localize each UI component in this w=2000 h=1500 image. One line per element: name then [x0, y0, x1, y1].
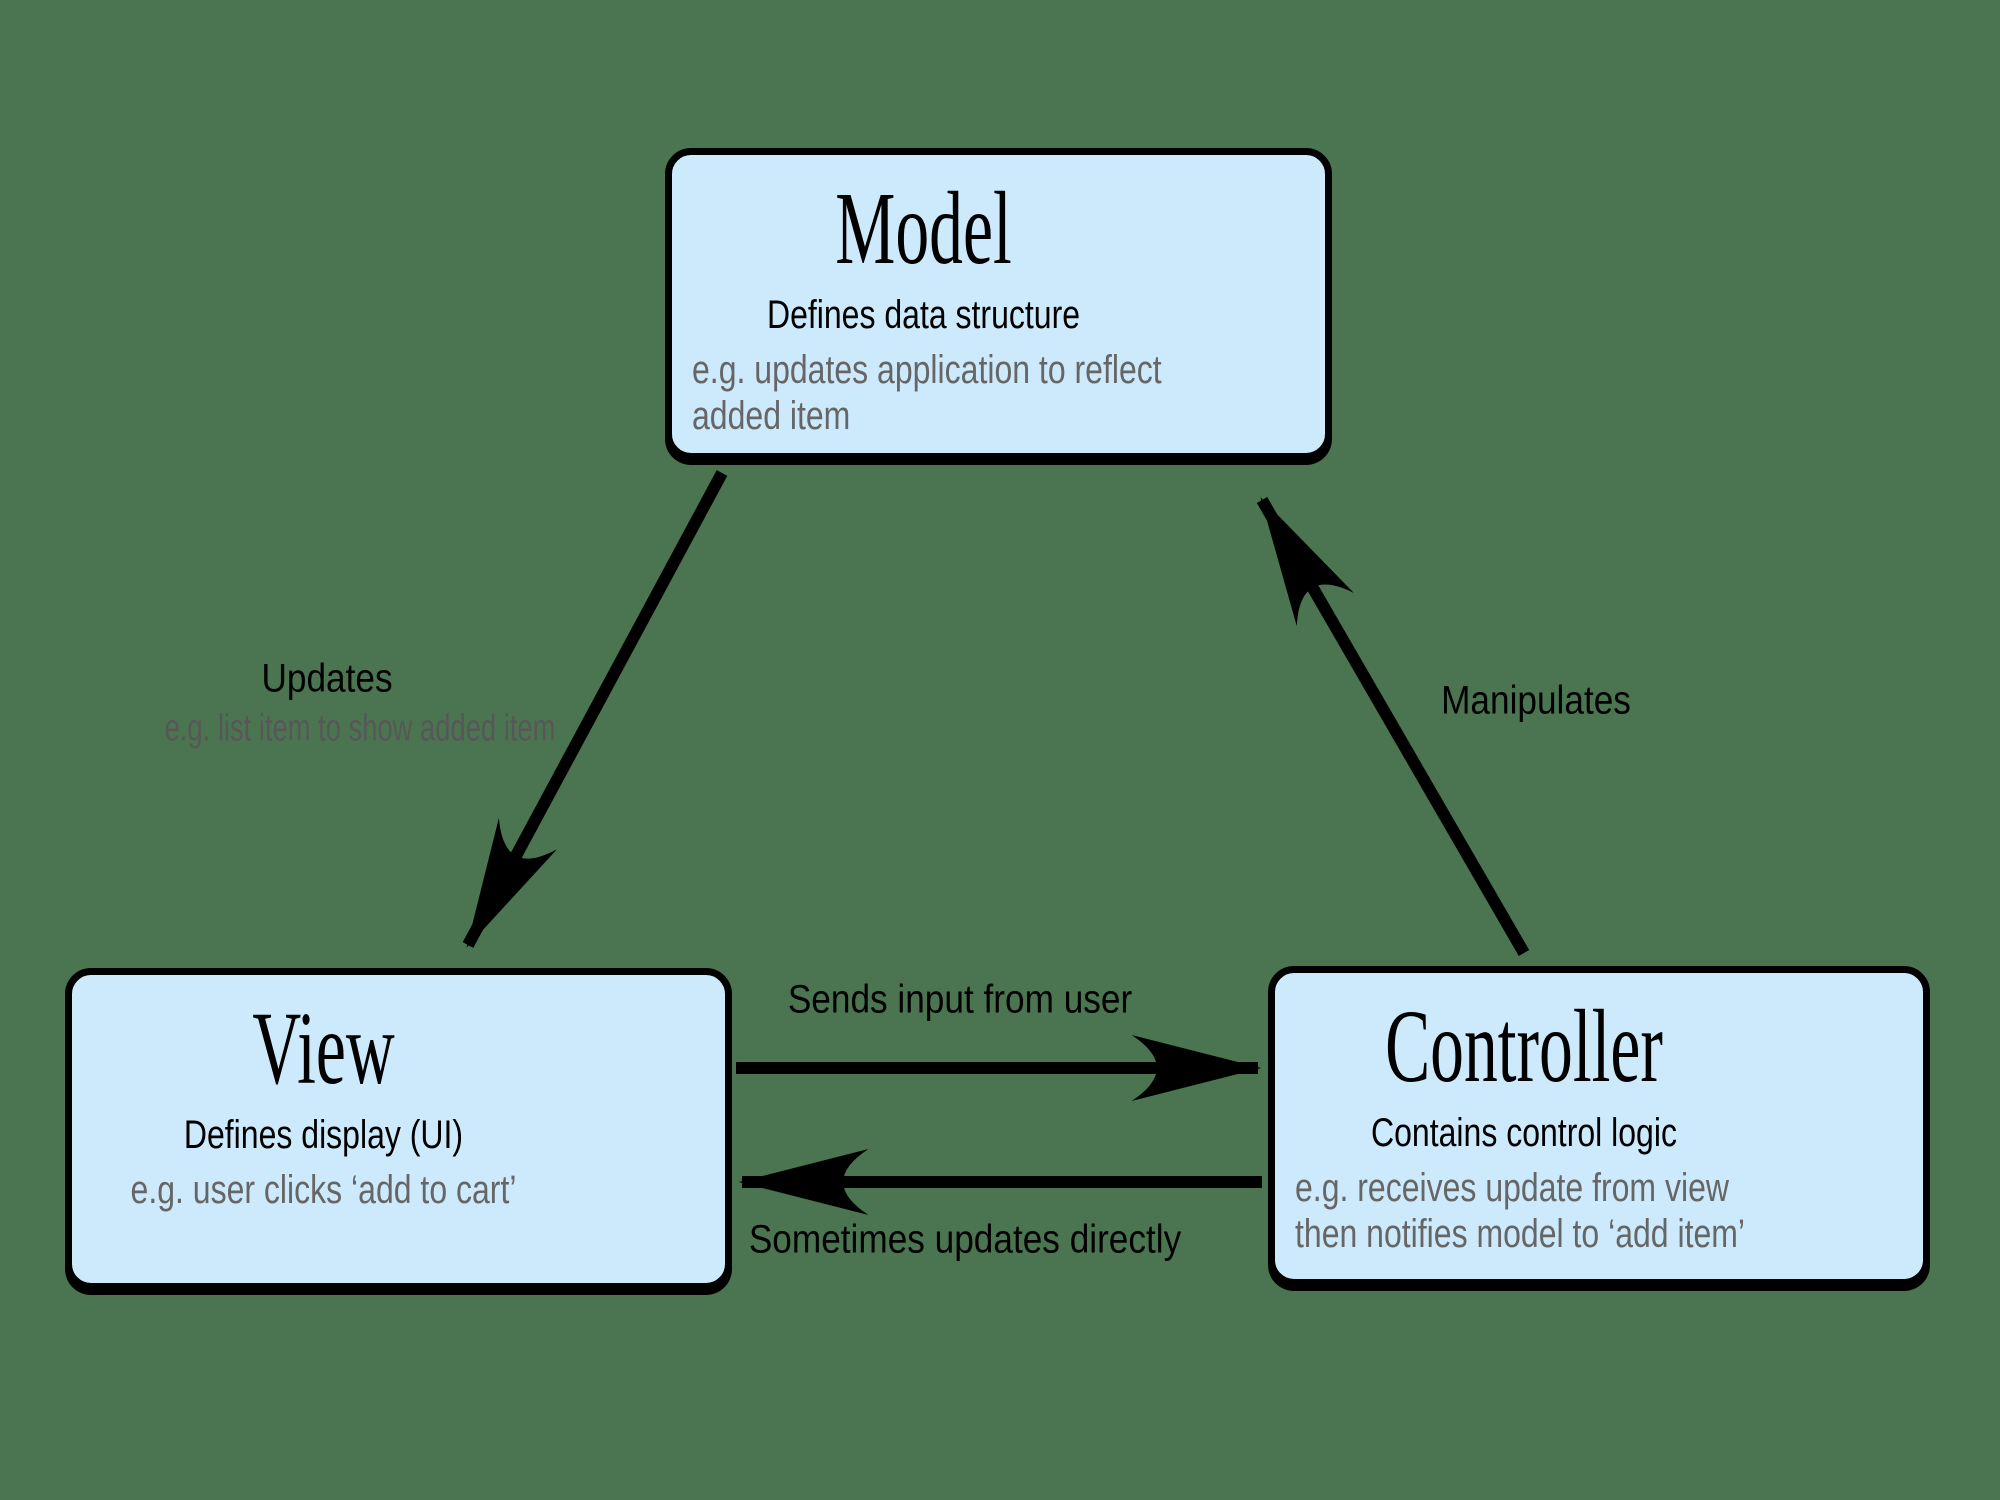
manipulates-arrow-label: Manipulates	[1441, 678, 1631, 723]
updates-arrow-sublabel: e.g. list item to show added item	[164, 707, 556, 750]
model-example: e.g. updates application to reflect adde…	[692, 348, 1162, 439]
model-box: Model Defines data structure e.g. update…	[665, 148, 1332, 460]
model-subtitle: Defines data structure	[766, 293, 1081, 337]
view-subtitle: Defines display (UI)	[183, 1113, 464, 1157]
model-box-content: Model Defines data structure e.g. update…	[672, 155, 1175, 453]
view-box-content: View Defines display (UI) e.g. user clic…	[72, 975, 575, 1283]
controller-subtitle: Contains control logic	[1371, 1111, 1677, 1155]
controller-to-model-arrow	[1256, 496, 1530, 957]
controller-example-line2: then notifies model to ‘add item’	[1295, 1212, 1746, 1257]
sometimes-updates-arrow-label: Sometimes updates directly	[748, 1217, 1182, 1262]
sends-input-arrow-label: Sends input from user	[787, 977, 1133, 1022]
controller-box: Controller Contains control logic e.g. r…	[1268, 966, 1930, 1286]
updates-arrow-label: Updates	[261, 656, 393, 701]
controller-example: e.g. receives update from view then noti…	[1295, 1165, 1823, 1258]
controller-box-content: Controller Contains control logic e.g. r…	[1275, 973, 1773, 1279]
controller-example-line1: e.g. receives update from view	[1295, 1166, 1729, 1210]
view-box: View Defines display (UI) e.g. user clic…	[65, 968, 732, 1290]
model-to-view-arrow	[462, 470, 728, 948]
view-title: View	[252, 991, 395, 1106]
model-title: Model	[835, 171, 1012, 286]
controller-title: Controller	[1385, 989, 1663, 1104]
view-example: e.g. user clicks ‘add to cart’	[130, 1168, 517, 1212]
